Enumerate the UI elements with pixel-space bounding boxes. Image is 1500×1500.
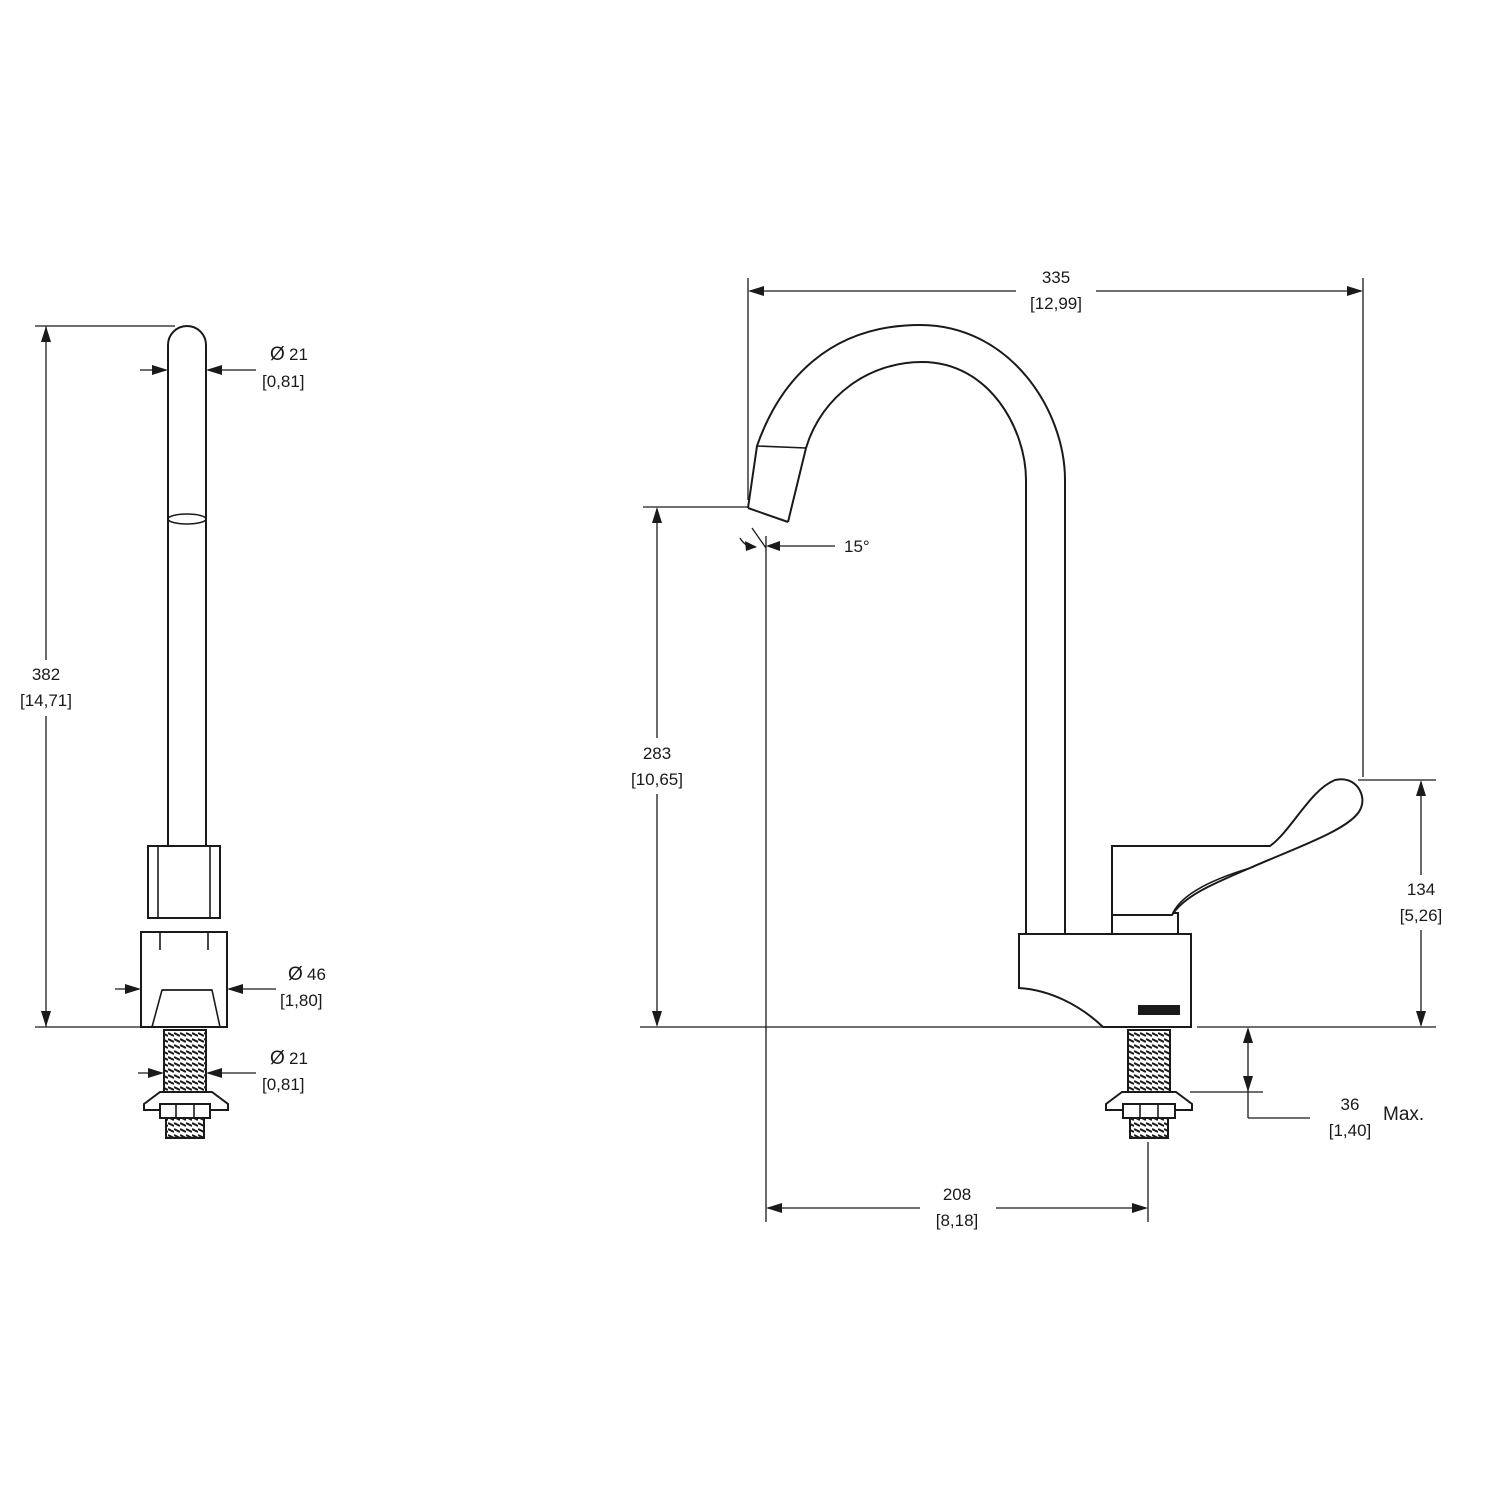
front-lever-handle xyxy=(1111,778,1364,916)
front-collar xyxy=(1111,912,1179,935)
width-inch: [12,99] xyxy=(1030,294,1082,313)
front-nut xyxy=(1122,1103,1176,1119)
front-logo-badge xyxy=(1138,1005,1180,1015)
reach-inch: [8,18] xyxy=(936,1211,979,1230)
side-spout-dia-symbol: Ø xyxy=(270,344,285,365)
side-spout-dia-value: 21 xyxy=(289,345,308,364)
side-shank-end xyxy=(165,1117,205,1139)
front-shank-end xyxy=(1129,1117,1169,1139)
side-shank-dia-symbol: Ø xyxy=(270,1048,285,1069)
deck-thickness-suffix: Max. xyxy=(1383,1104,1424,1125)
side-shank-dia-inch: [0,81] xyxy=(262,1075,305,1094)
spout-angle-value: 15° xyxy=(844,537,870,556)
side-spout-tube xyxy=(167,325,207,848)
front-spout-inner xyxy=(787,360,1027,934)
side-height-inch: [14,71] xyxy=(20,691,72,710)
deck-thickness-value: 36 xyxy=(1341,1095,1360,1114)
side-spout-ring xyxy=(167,513,207,525)
side-body-dia-symbol: Ø xyxy=(288,964,303,985)
side-body-dia-inch: [1,80] xyxy=(280,991,323,1010)
side-shank-dia-value: 21 xyxy=(289,1049,308,1068)
front-spout-outer xyxy=(747,323,1066,934)
side-handle-block xyxy=(147,845,221,919)
width-value: 335 xyxy=(1042,268,1070,287)
side-height-value: 382 xyxy=(32,665,60,684)
side-body xyxy=(140,931,228,1028)
front-view: 335 [12,99] 283 [10,65] 15° 134 [5,26] 3… xyxy=(631,268,1442,1230)
lever-height-inch: [5,26] xyxy=(1400,906,1443,925)
lever-height-value: 134 xyxy=(1407,880,1435,899)
deck-thickness-inch: [1,40] xyxy=(1329,1121,1372,1140)
front-body xyxy=(1018,933,1192,1028)
side-body-dia-value: 46 xyxy=(307,965,326,984)
front-threaded-shank xyxy=(1127,1029,1171,1093)
reach-value: 208 xyxy=(943,1185,971,1204)
side-nut xyxy=(159,1103,211,1119)
spout-height-value: 283 xyxy=(643,744,671,763)
spout-height-inch: [10,65] xyxy=(631,770,683,789)
side-threaded-shank xyxy=(163,1029,207,1093)
side-spout-dia-inch: [0,81] xyxy=(262,372,305,391)
side-view: 382 [14,71] Ø 21 [0,81] Ø 46 [1,80] Ø 21… xyxy=(14,325,326,1139)
